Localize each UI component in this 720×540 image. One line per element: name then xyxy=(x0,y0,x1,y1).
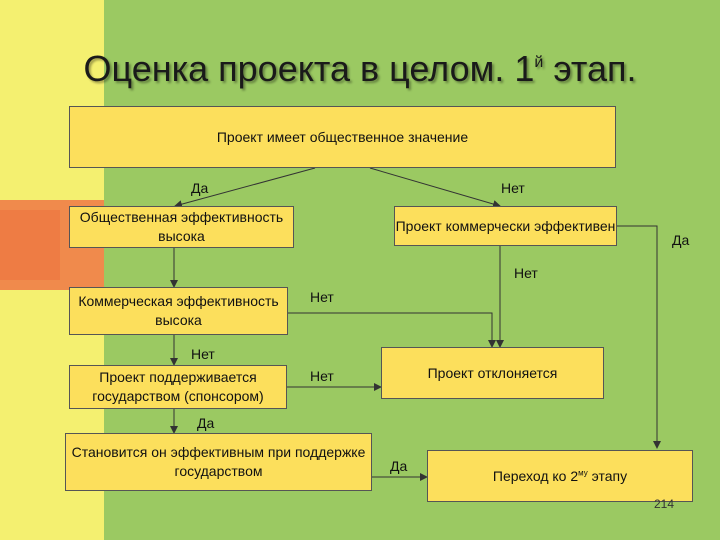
node-becomes-efficient: Становится он эффективным при поддержке … xyxy=(65,433,372,491)
node-root: Проект имеет общественное значение xyxy=(69,106,616,168)
label-social-no: Нет xyxy=(191,346,215,362)
node-state-support: Проект поддерживается государством (спон… xyxy=(69,365,287,409)
label-commercial-no: Нет xyxy=(310,289,334,305)
label-state-no: Нет xyxy=(310,368,334,384)
arrow-commercial-left-to-rejected xyxy=(288,312,496,348)
node-social-efficiency: Общественная эффективность высока xyxy=(69,206,294,248)
node-commercial-efficient: Проект коммерчески эффективен xyxy=(394,206,617,246)
title-sup: й xyxy=(534,54,544,71)
next-stage-label: Переход ко 2му этапу xyxy=(492,467,628,484)
node-rejected: Проект отклоняется xyxy=(381,347,604,399)
label-root-yes: Да xyxy=(191,180,209,196)
slide-title: Оценка проекта в целом. 1й этап. xyxy=(0,48,720,90)
node-next-stage: Переход ко 2му этапу xyxy=(427,450,693,502)
label-state-yes: Да xyxy=(197,415,215,431)
label-root-no: Нет xyxy=(501,180,525,196)
arrow-root-to-commercial xyxy=(369,167,501,208)
label-right-no: Нет xyxy=(514,265,538,281)
label-becomes-yes: Да xyxy=(390,458,408,474)
arrow-right-to-next xyxy=(617,225,661,449)
decor-strip-orange-dark xyxy=(0,210,60,280)
arrow-root-to-social xyxy=(174,167,316,209)
page-number: 214 xyxy=(654,497,675,511)
node-commercial-high: Коммерческая эффективность высока xyxy=(69,287,288,335)
title-tail: этап. xyxy=(543,48,637,89)
title-main: Оценка проекта в целом. 1 xyxy=(83,48,535,89)
label-right-yes: Да xyxy=(672,232,690,248)
